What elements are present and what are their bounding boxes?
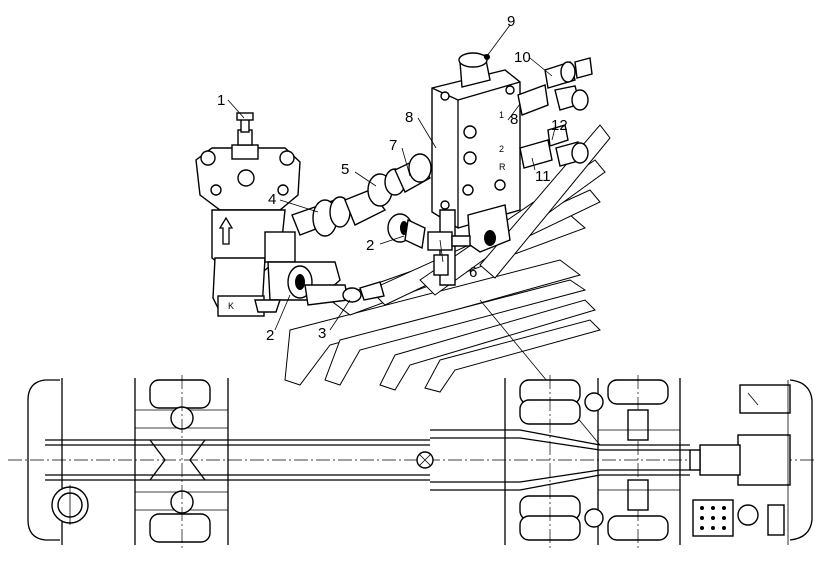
callout-10: 10 (514, 49, 531, 66)
callout-leaders (227, 24, 556, 331)
callout-8-left: 8 (405, 109, 413, 126)
casting-k-marking: K (228, 301, 234, 311)
callout-1: 1 (217, 92, 225, 109)
callout-5: 5 (341, 161, 349, 178)
regulator-valve: K (195, 112, 341, 317)
callout-11: 11 (535, 168, 551, 185)
port-r-marking: R (499, 162, 506, 172)
rear-lamp-grid (692, 499, 734, 537)
callout-3: 3 (318, 325, 326, 342)
outlet-fittings (517, 57, 593, 169)
callout-numbers: 1 2 2 3 4 5 6 7 8 8 9 10 11 12 (217, 13, 568, 344)
port-2-marking: 2 (499, 144, 504, 154)
callout-2-right: 2 (366, 237, 374, 254)
port-1-marking: 1 (499, 110, 504, 120)
callout-9: 9 (507, 13, 515, 30)
callout-7: 7 (389, 137, 397, 154)
valve-assembly: K (195, 13, 593, 344)
callout-8-right: 8 (510, 111, 518, 128)
callout-4: 4 (268, 191, 276, 208)
callout-6: 6 (469, 264, 477, 281)
lower-fitting (304, 213, 426, 306)
callout-12: 12 (551, 117, 568, 134)
upper-pipe (291, 150, 442, 237)
callout-2-left: 2 (266, 327, 274, 344)
chassis-plan-view (8, 375, 816, 550)
distribution-valve: 1 2 R (427, 52, 521, 286)
